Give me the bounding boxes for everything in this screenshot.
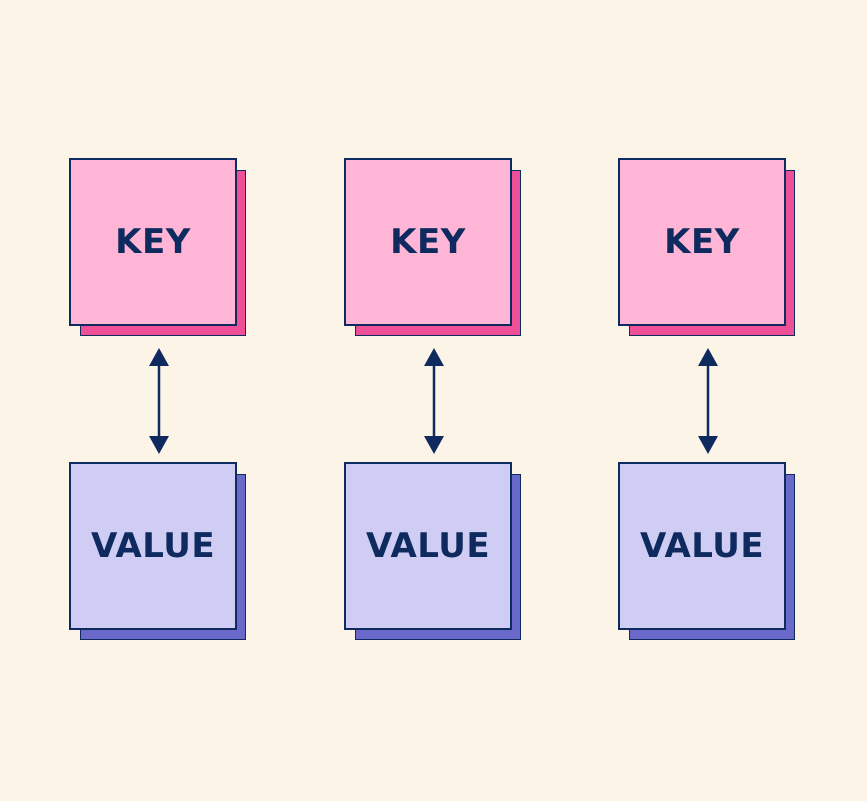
value-card: VALUE	[69, 462, 246, 640]
key-card: KEY	[618, 158, 795, 336]
value-label: VALUE	[69, 462, 237, 630]
key-label: KEY	[344, 158, 512, 326]
key-label: KEY	[69, 158, 237, 326]
key-value-pair-2: KEY VALUE	[344, 158, 524, 643]
key-card: KEY	[344, 158, 521, 336]
bidirectional-arrow-icon	[424, 348, 444, 454]
key-label: KEY	[618, 158, 786, 326]
value-label: VALUE	[344, 462, 512, 630]
value-card: VALUE	[344, 462, 521, 640]
key-value-pair-1: KEY VALUE	[69, 158, 249, 643]
value-label: VALUE	[618, 462, 786, 630]
key-card: KEY	[69, 158, 246, 336]
value-card: VALUE	[618, 462, 795, 640]
key-value-pair-3: KEY VALUE	[618, 158, 798, 643]
bidirectional-arrow-icon	[149, 348, 169, 454]
bidirectional-arrow-icon	[698, 348, 718, 454]
